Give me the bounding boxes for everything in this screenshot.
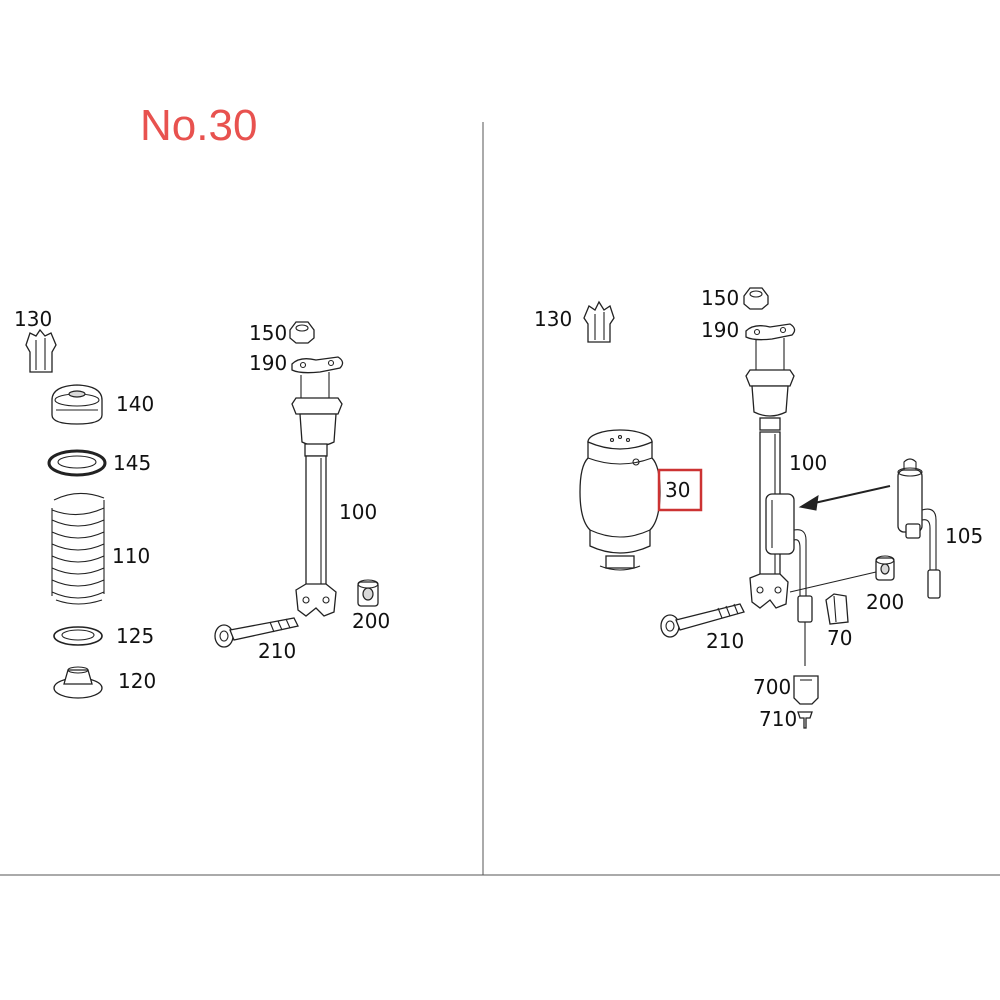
label-30: 30	[665, 478, 690, 502]
label-200-left: 200	[352, 609, 390, 633]
part-130-bump-stop-left	[25, 328, 57, 373]
label-100-left: 100	[339, 500, 377, 524]
label-110: 110	[112, 544, 150, 568]
part-210-bolt-left	[214, 617, 299, 648]
label-700: 700	[753, 675, 791, 699]
label-200-right: 200	[866, 590, 904, 614]
part-100-air-strut	[745, 338, 807, 609]
part-110-coil-spring	[51, 492, 105, 605]
label-150-left: 150	[249, 321, 287, 345]
part-190-plate-right	[745, 323, 796, 341]
part-70-clip	[825, 593, 849, 625]
part-130-bump-stop-right	[583, 300, 615, 343]
part-210-bolt-right	[660, 603, 745, 638]
label-130-left: 130	[14, 307, 52, 331]
label-120: 120	[118, 669, 156, 693]
part-200-bushing-right	[789, 555, 895, 593]
part-200-bushing-left	[357, 579, 379, 607]
label-70: 70	[827, 626, 852, 650]
diagram-title: No.30	[140, 101, 257, 150]
label-150-right: 150	[701, 286, 739, 310]
part-100-shock-absorber-left	[291, 372, 343, 617]
part-120-lower-seat	[53, 666, 103, 699]
label-125: 125	[116, 624, 154, 648]
part-150-nut-right	[743, 287, 769, 310]
label-210-right: 210	[706, 629, 744, 653]
arrow-indicator	[798, 485, 891, 511]
label-190-left: 190	[249, 351, 287, 375]
label-100-right: 100	[789, 451, 827, 475]
part-connector-strut	[797, 595, 813, 666]
label-140: 140	[116, 392, 154, 416]
right-panel: 130 150 190 100 30 105 200 210 70 700 71…	[534, 286, 983, 731]
label-145: 145	[113, 451, 151, 475]
part-30-air-spring	[579, 429, 661, 571]
label-190-right: 190	[701, 318, 739, 342]
part-710-screw	[797, 711, 813, 729]
part-150-nut-left	[289, 321, 315, 344]
part-105-valve-unit	[897, 458, 941, 599]
part-190-plate-left	[291, 356, 344, 374]
left-panel: 130 140 145 110 125 120 150 190 100 200 …	[14, 307, 390, 699]
part-140-top-mount	[51, 384, 103, 425]
highlight-box-part-30	[657, 468, 703, 512]
label-105: 105	[945, 524, 983, 548]
label-210-left: 210	[258, 639, 296, 663]
part-700-plug	[793, 675, 819, 705]
part-145-spring-seat	[47, 449, 107, 477]
label-130-right: 130	[534, 307, 572, 331]
part-125-spring-pad	[53, 626, 103, 646]
label-710: 710	[759, 707, 797, 731]
